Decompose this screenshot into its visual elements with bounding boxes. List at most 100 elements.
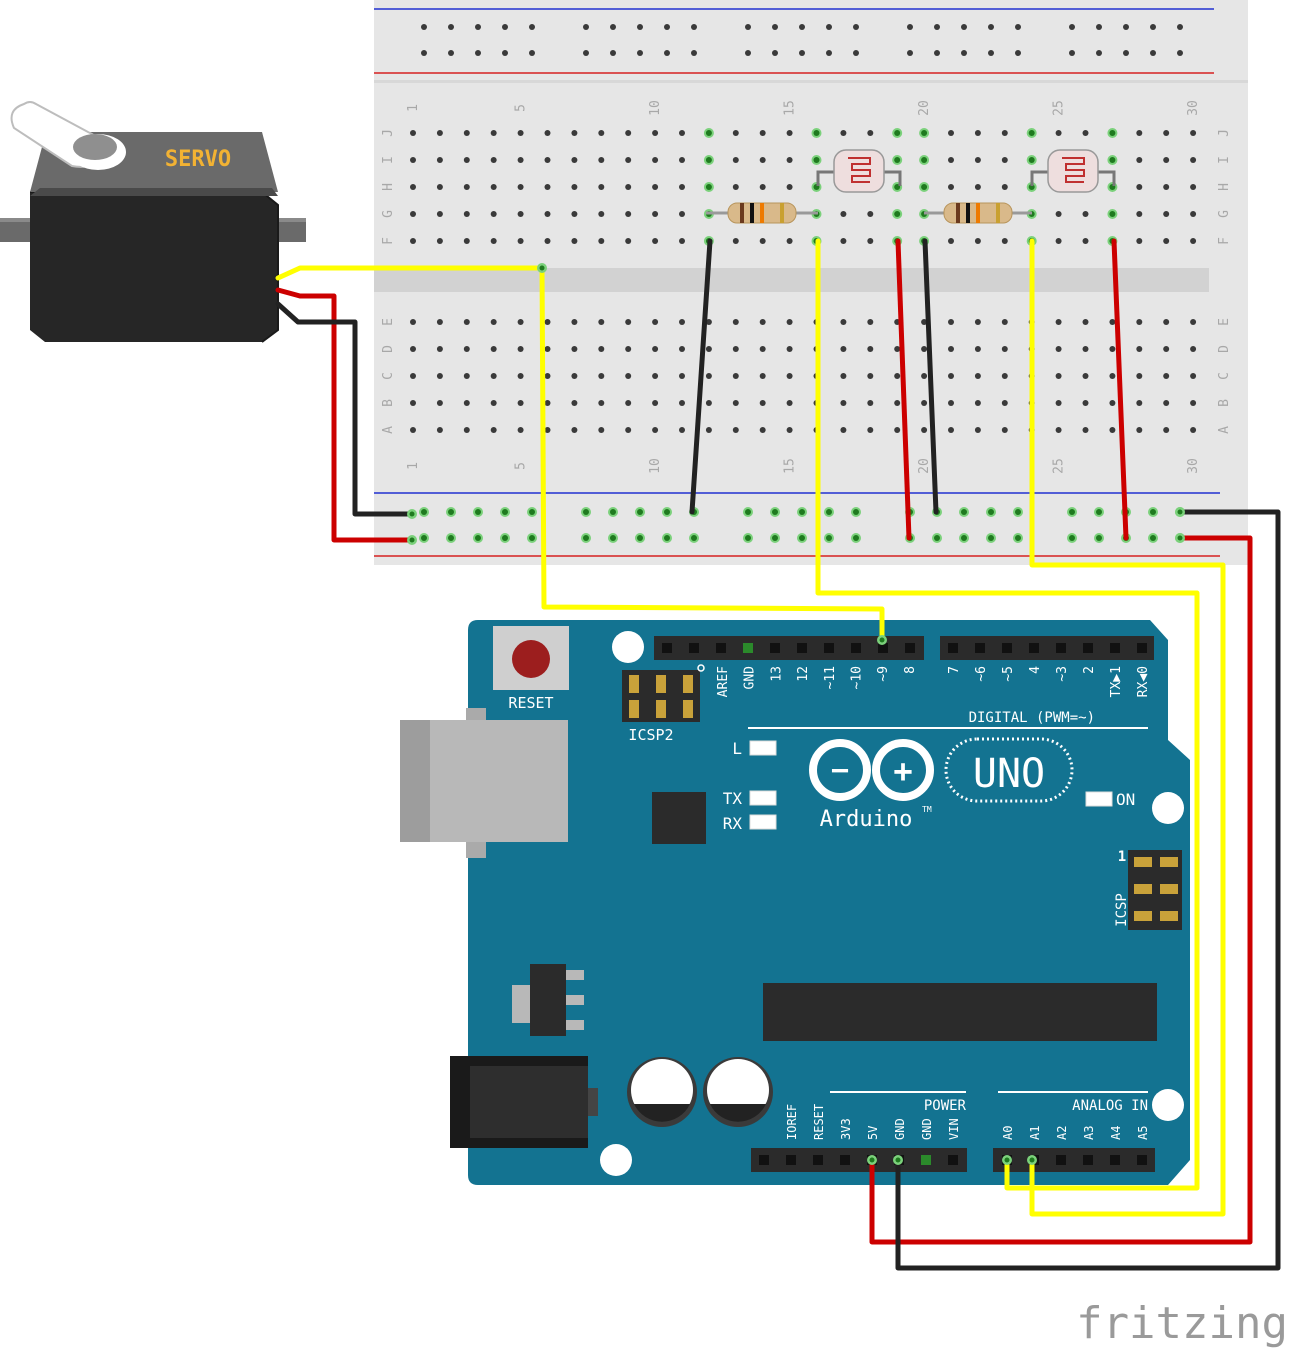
wire-jumper-ground-2 bbox=[922, 238, 939, 515]
resistor-2-band bbox=[996, 203, 1000, 223]
rail-hole bbox=[853, 509, 859, 515]
header-pin bbox=[743, 643, 753, 653]
breadboard-hole bbox=[974, 427, 981, 433]
digital-header-label: DIGITAL (PWM=~) bbox=[969, 710, 1095, 726]
power-jack-pin bbox=[588, 1088, 598, 1116]
wire-endpoint-core bbox=[1177, 535, 1183, 541]
breadboard-hole bbox=[1055, 238, 1062, 244]
breadboard-hole bbox=[1136, 400, 1143, 406]
breadboard-hole bbox=[1163, 238, 1170, 244]
rail-hole bbox=[961, 24, 967, 30]
breadboard-hole bbox=[517, 427, 524, 433]
breadboard-hole bbox=[705, 157, 712, 163]
breadboard-hole bbox=[517, 319, 524, 325]
breadboard-hole bbox=[1082, 346, 1089, 352]
row-letter: D bbox=[381, 345, 396, 353]
rail-hole bbox=[448, 535, 454, 541]
servo-label: SERVO bbox=[165, 147, 231, 172]
row-letter: G bbox=[1217, 210, 1232, 218]
rail-hole bbox=[637, 535, 643, 541]
breadboard-hole bbox=[786, 157, 793, 163]
reset-button-cap[interactable] bbox=[512, 640, 550, 678]
column-number: 10 bbox=[648, 458, 663, 474]
breadboard-hole bbox=[1055, 319, 1062, 325]
breadboard-hole bbox=[1001, 157, 1008, 163]
breadboard-hole bbox=[840, 373, 847, 379]
breadboard-hole bbox=[652, 346, 659, 352]
rail-hole bbox=[1150, 50, 1156, 56]
rail-hole bbox=[610, 50, 616, 56]
breadboard-hole bbox=[544, 400, 551, 406]
rail-hole bbox=[529, 24, 535, 30]
breadboard-hole bbox=[410, 157, 416, 163]
rail-hole bbox=[799, 50, 805, 56]
breadboard-hole bbox=[436, 130, 443, 136]
rail-hole bbox=[475, 535, 481, 541]
rail-hole bbox=[448, 24, 454, 30]
rail-hole bbox=[1069, 509, 1075, 515]
breadboard-hole bbox=[1055, 400, 1062, 406]
breadboard-hole bbox=[732, 130, 739, 136]
photoresistor-2 bbox=[1030, 149, 1116, 193]
breadboard-hole bbox=[1163, 211, 1170, 217]
breadboard-hole bbox=[571, 346, 578, 352]
reset-button[interactable] bbox=[493, 626, 569, 690]
breadboard-hole bbox=[1136, 427, 1143, 433]
analog-pin-label: A4 bbox=[1109, 1126, 1123, 1140]
photoresistor-1-lead bbox=[884, 170, 902, 186]
icsp-pin1-label: 1 bbox=[1118, 849, 1126, 865]
rail-hole bbox=[475, 509, 481, 515]
breadboard-hole bbox=[1190, 238, 1197, 244]
rail-hole bbox=[664, 509, 670, 515]
servo-motor: SERVO bbox=[0, 101, 306, 343]
rail-hole bbox=[988, 24, 994, 30]
breadboard-hole bbox=[1001, 346, 1008, 352]
breadboard-hole bbox=[894, 157, 901, 163]
breadboard-hole bbox=[732, 238, 739, 244]
rail-hole bbox=[1150, 24, 1156, 30]
header-pin bbox=[1137, 1155, 1147, 1165]
header-pin bbox=[1029, 643, 1039, 653]
rail-hole bbox=[583, 535, 589, 541]
center-channel bbox=[374, 268, 1209, 292]
rail-hole bbox=[826, 24, 832, 30]
icsp-pin bbox=[1134, 857, 1152, 867]
rail-hole bbox=[583, 50, 589, 56]
wire-endpoint-core bbox=[869, 1157, 875, 1163]
breadboard-hole bbox=[974, 400, 981, 406]
breadboard-hole bbox=[571, 211, 578, 217]
breadboard-hole bbox=[1109, 427, 1116, 433]
breadboard-hole bbox=[1136, 184, 1143, 190]
breadboard-hole bbox=[1055, 211, 1062, 217]
rail-hole bbox=[691, 24, 697, 30]
rail-hole bbox=[772, 509, 778, 515]
breadboard-hole bbox=[732, 157, 739, 163]
mounting-hole bbox=[1152, 792, 1184, 824]
header-pin bbox=[1110, 643, 1120, 653]
breadboard-hole bbox=[598, 346, 605, 352]
breadboard-hole bbox=[490, 157, 497, 163]
row-letter: I bbox=[1217, 156, 1232, 164]
rail-hole bbox=[502, 535, 508, 541]
breadboard-hole bbox=[948, 238, 954, 244]
breadboard-hole bbox=[1163, 157, 1170, 163]
breadboard-hole bbox=[1136, 157, 1143, 163]
breadboard-hole bbox=[705, 130, 712, 136]
wire-jumper-power-1 bbox=[895, 238, 912, 541]
header-pin bbox=[786, 1155, 796, 1165]
breadboard-hole bbox=[1001, 130, 1008, 136]
breadboard-hole bbox=[840, 238, 847, 244]
breadboard-hole bbox=[1001, 319, 1008, 325]
breadboard-hole bbox=[732, 319, 739, 325]
breadboard-hole bbox=[598, 157, 605, 163]
power-pin-label: GND bbox=[920, 1118, 934, 1140]
power-header bbox=[751, 1148, 967, 1172]
breadboard-hole bbox=[436, 427, 443, 433]
icsp-header bbox=[1128, 850, 1182, 930]
resistor-2-band bbox=[966, 203, 970, 223]
board-body bbox=[468, 620, 1190, 1185]
breadboard-hole bbox=[786, 346, 793, 352]
column-number: 5 bbox=[514, 104, 529, 112]
breadboard-hole bbox=[679, 184, 685, 190]
breadboard-hole bbox=[463, 238, 470, 244]
